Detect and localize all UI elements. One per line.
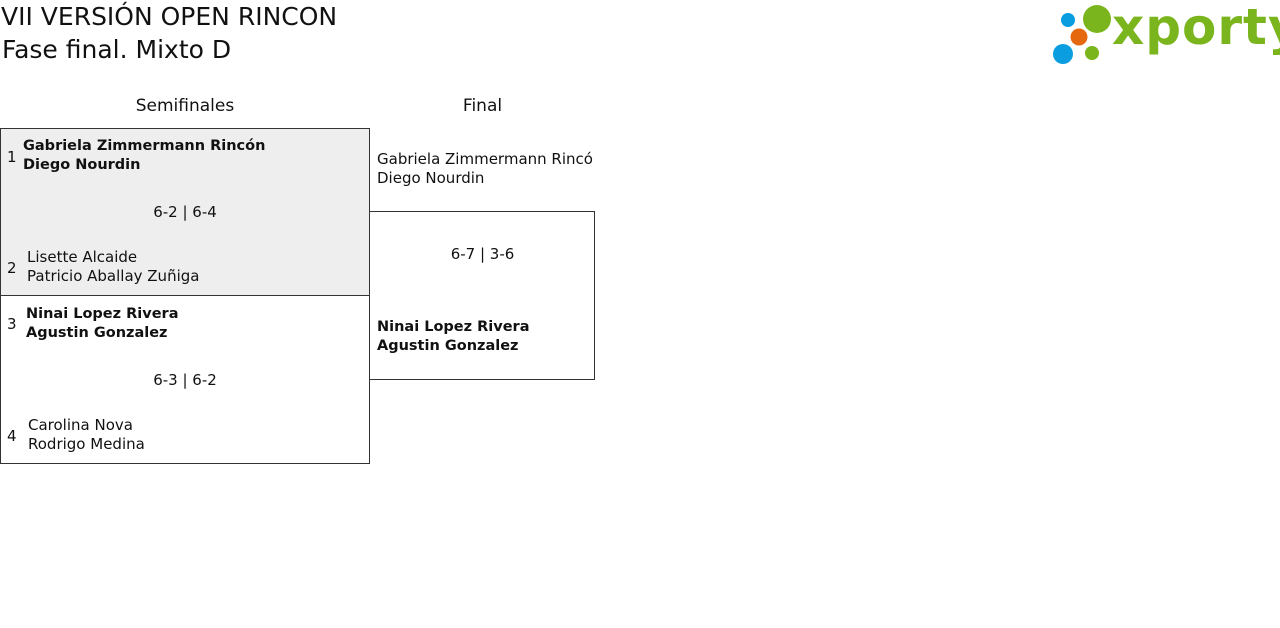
player-name: Carolina Nova: [28, 416, 133, 434]
player-name: Gabriela Zimmermann Rincón: [23, 138, 266, 154]
player-name: Ninai Lopez Rivera: [26, 306, 179, 322]
xporty-logo[interactable]: [1050, 4, 1280, 68]
player-name: Agustin Gonzalez: [26, 325, 168, 341]
player-name: Diego Nourdin: [23, 157, 141, 173]
round-header-final: Final: [462, 96, 503, 116]
match-score: 6-3 | 6-2: [153, 371, 217, 389]
seed-number: 2: [7, 259, 17, 277]
seed-number: 3: [7, 315, 17, 333]
page-title: VII VERSIÓN OPEN RINCON: [1, 2, 338, 31]
final-score: 6-7 | 3-6: [450, 245, 515, 263]
seed-number: 4: [7, 427, 17, 445]
player-name: Agustin Gonzalez: [377, 338, 519, 354]
logo-text: xporty: [1112, 0, 1280, 56]
player-name: Ninai Lopez Rivera: [377, 319, 530, 335]
semifinal-match-1[interactable]: [0, 128, 370, 296]
match-score: 6-2 | 6-4: [153, 203, 217, 221]
round-header-semifinals: Semifinales: [135, 96, 235, 116]
logo-dots-icon: [1053, 5, 1111, 64]
player-name: Lisette Alcaide: [27, 248, 138, 266]
page-subtitle: Fase final. Mixto D: [2, 35, 232, 64]
player-name: Diego Nourdin: [377, 169, 485, 187]
final-match[interactable]: [369, 211, 595, 380]
seed-number: 1: [7, 148, 17, 166]
player-name: Gabriela Zimmermann Rincó: [377, 150, 593, 168]
player-name: Rodrigo Medina: [28, 435, 145, 453]
player-name: Patricio Aballay Zuñiga: [27, 267, 200, 285]
